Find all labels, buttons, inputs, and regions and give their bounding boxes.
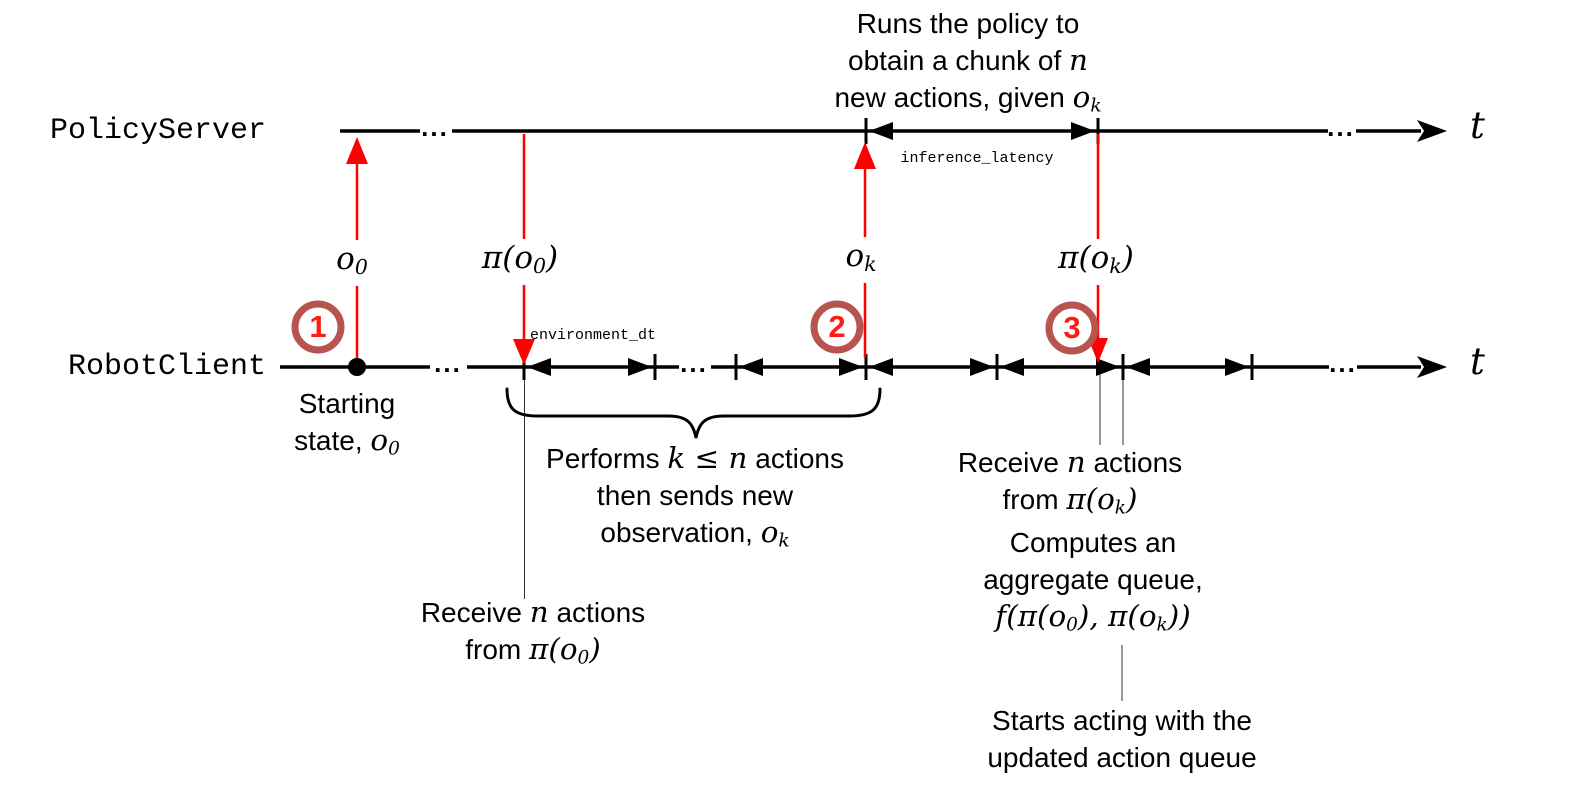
start-dot [348, 358, 366, 376]
dimension-arrowhead-right [1096, 358, 1120, 376]
signal-label-pi-o0: π(o0) [477, 239, 563, 286]
step-circle-1 [291, 300, 345, 354]
dimension-arrowhead-right [1071, 122, 1095, 140]
policyserver-label: PolicyServer [49, 114, 266, 148]
performs-line3: observation, ok [600, 515, 790, 552]
robotclient-ellipsis-2: ... [680, 348, 708, 378]
step-number-3: 3 [1063, 310, 1081, 345]
starts-acting-line2: updated action queue [987, 742, 1257, 773]
computes-line2: aggregate queue, [983, 564, 1203, 595]
starts-acting-line1: Starts acting with the [992, 705, 1252, 736]
red-arrowhead-pi-o0-down [513, 339, 535, 365]
environment-dt-label: environment_dt [529, 327, 657, 344]
dimension-arrowhead-right [628, 358, 652, 376]
performs-line1: Performs k ≤ n actions [546, 441, 844, 475]
policyserver-ellipsis-1: ... [421, 112, 449, 142]
starting-state-line2: state, o0 [294, 423, 400, 460]
dimension-arrowhead-right [1225, 358, 1249, 376]
runs-policy-line2: obtain a chunk of n [848, 43, 1088, 77]
starts-acting-note: Starts acting with the updated action qu… [987, 702, 1256, 776]
signal-label-pi-ok: π(ok) [1054, 239, 1138, 286]
time-axis-label-bottom: t [1470, 340, 1485, 383]
computes-line3: f(π(o0), π(ok)) [995, 599, 1191, 636]
performs-line2: then sends new [596, 480, 794, 511]
signal-label-o0: o0 [332, 240, 372, 287]
robotclient-axis-arrowhead [1417, 356, 1447, 378]
step-circle-2 [810, 300, 864, 354]
policyserver-ellipsis-2: ... [1327, 112, 1355, 142]
receive-ok-line2: from π(ok) [1002, 482, 1138, 519]
computes-line1: Computes an [1009, 527, 1177, 558]
red-arrowhead-pi-ok-down [1088, 338, 1108, 363]
dimension-arrowhead-right [839, 358, 863, 376]
step-number-1: 1 [309, 309, 327, 344]
dimension-arrowhead-left [869, 122, 893, 140]
computes-note: Computes an aggregate queue, f(π(o0), π(… [983, 524, 1203, 644]
underbrace [505, 387, 882, 439]
robotclient-ellipsis-1: ... [434, 348, 462, 378]
dimension-arrowhead-left [1126, 358, 1150, 376]
dimension-arrowhead-left [739, 358, 763, 376]
red-arrowhead-ok-up [854, 142, 876, 169]
receive-o0-note: Receive n actions from π(o0) [421, 594, 645, 677]
receive-o0-line1: Receive n actions [420, 595, 646, 629]
starting-state-note: Starting state, o0 [294, 385, 400, 468]
red-arrowhead-o0-up [346, 137, 368, 164]
time-axis-label-top: t [1470, 104, 1485, 147]
starting-state-line1: Starting [298, 388, 396, 419]
step-number-2: 2 [828, 309, 846, 344]
runs-policy-line3: new actions, given ok [834, 80, 1102, 117]
performs-note: Performs k ≤ n actions then sends new ob… [546, 440, 844, 560]
dimension-arrowhead-left [869, 358, 893, 376]
inference-latency-label: inference_latency [900, 150, 1054, 167]
dimension-arrowhead-left [527, 358, 551, 376]
receive-o0-line2: from π(o0) [465, 632, 601, 669]
robotclient-label: RobotClient [67, 350, 266, 384]
step-circle-3 [1045, 301, 1099, 355]
dimension-arrowhead-right [970, 358, 994, 376]
policyserver-axis-arrowhead [1417, 120, 1447, 142]
dimension-arrowhead-left [1000, 358, 1024, 376]
receive-ok-note: Receive n actions from π(ok) [958, 444, 1182, 527]
runs-policy-line1: Runs the policy to [856, 8, 1080, 39]
robotclient-ellipsis-3: ... [1329, 348, 1357, 378]
signal-label-ok: ok [841, 237, 881, 284]
receive-ok-line1: Receive n actions [957, 445, 1183, 479]
runs-policy-note: Runs the policy to obtain a chunk of n n… [834, 5, 1101, 125]
